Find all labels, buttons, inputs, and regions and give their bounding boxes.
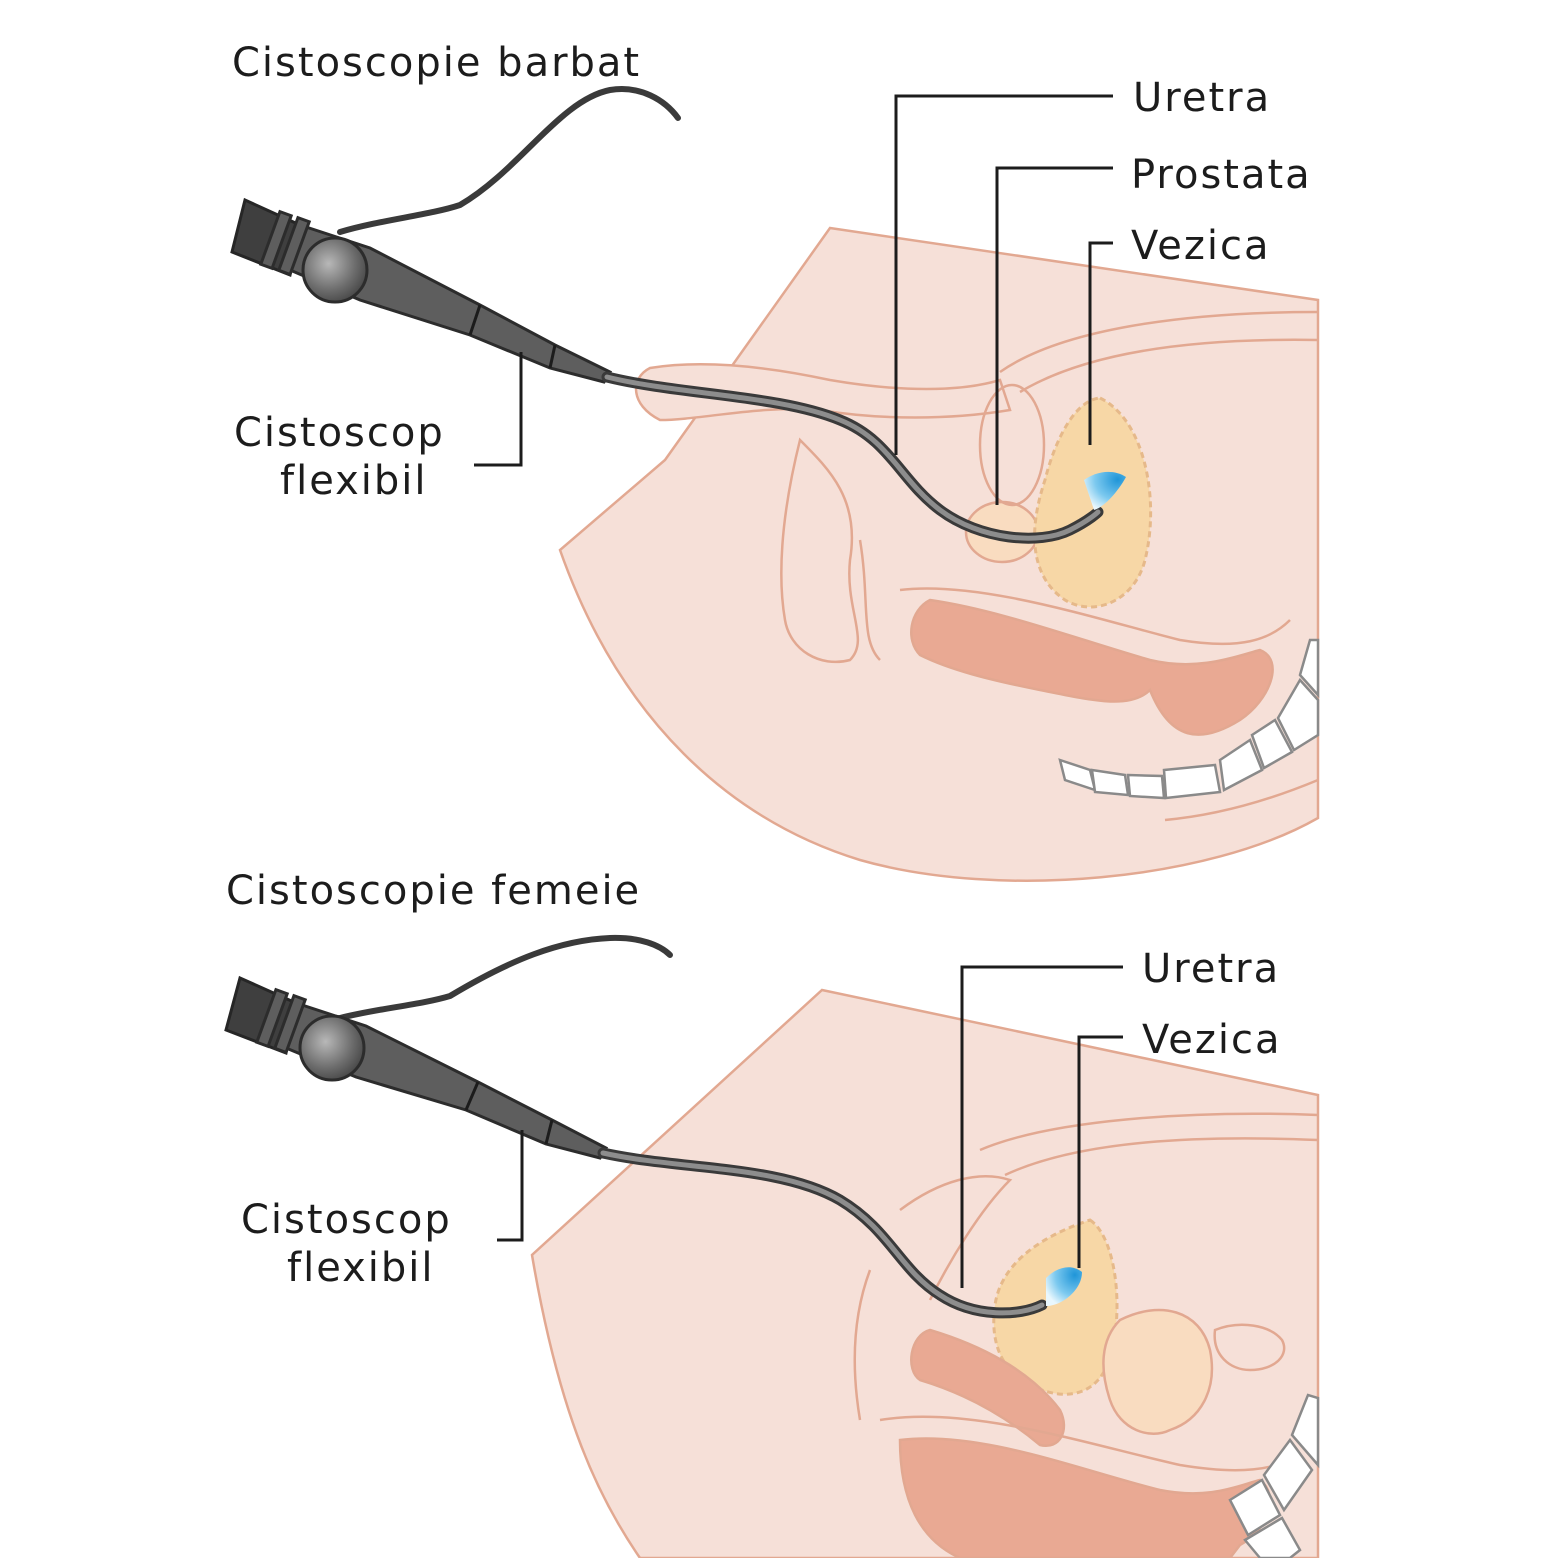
male-rectum-outline [899,587,1291,646]
female-vaginal-wall [910,1328,1066,1448]
male-label-flexibil: flexibil [280,458,428,504]
female-panel: Cistoscopie femeie Uretra Vezica Cistosc… [224,868,1320,1558]
male-title: Cistoscopie barbat [232,40,641,86]
female-label-flexibil: flexibil [287,1245,435,1291]
male-perineum-line [858,539,881,661]
male-label-vezica: Vezica [1131,223,1270,269]
male-panel: Cistoscopie barbat Uretra Prostata Vezic… [230,40,1320,882]
male-prostata-leader [995,166,1113,505]
female-spine [1228,1393,1320,1558]
male-cystoscope [230,86,1126,544]
male-light-cable [337,86,681,235]
male-anatomy [558,226,1320,882]
female-cistoscop-leader [497,1130,524,1242]
female-uretra-leader [960,965,1123,1288]
male-abdomen-line [999,310,1319,374]
male-spine [1058,638,1320,822]
female-label-uretra: Uretra [1142,946,1280,992]
female-uterus [1102,1308,1214,1435]
male-label-uretra: Uretra [1133,75,1271,121]
female-pubic-contour [899,1175,1013,1301]
male-scope-knob [301,236,369,304]
male-uretra-leader [894,94,1113,455]
female-scope-knob [298,1014,366,1082]
female-light-beam [1046,1267,1082,1306]
female-abdomen-inner-line [1004,1137,1319,1177]
female-rectum-outline [879,1415,1301,1472]
prostate-upper [978,383,1046,507]
female-anatomy [530,988,1320,1558]
male-penis [634,363,1012,422]
male-rectum [910,598,1274,736]
male-cistoscop-leader [474,352,523,467]
female-title: Cistoscopie femeie [226,868,641,914]
male-abdomen-inner-line [1019,338,1319,394]
female-cystoscope [224,934,1082,1319]
female-abdomen-line [979,1112,1319,1152]
male-label-cistoscop: Cistoscop [234,410,445,456]
female-label-cistoscop: Cistoscop [241,1197,452,1243]
female-ovary [1213,1323,1286,1372]
male-label-prostata: Prostata [1131,152,1312,198]
female-light-cable [337,934,673,1021]
male-vezica-leader [1088,241,1113,445]
male-light-beam [1084,471,1126,510]
female-thigh-line [853,1269,872,1421]
female-vezica-leader [1077,1035,1123,1268]
female-rectum [898,1437,1272,1558]
female-label-vezica: Vezica [1142,1017,1281,1063]
male-scrotum [780,437,860,664]
